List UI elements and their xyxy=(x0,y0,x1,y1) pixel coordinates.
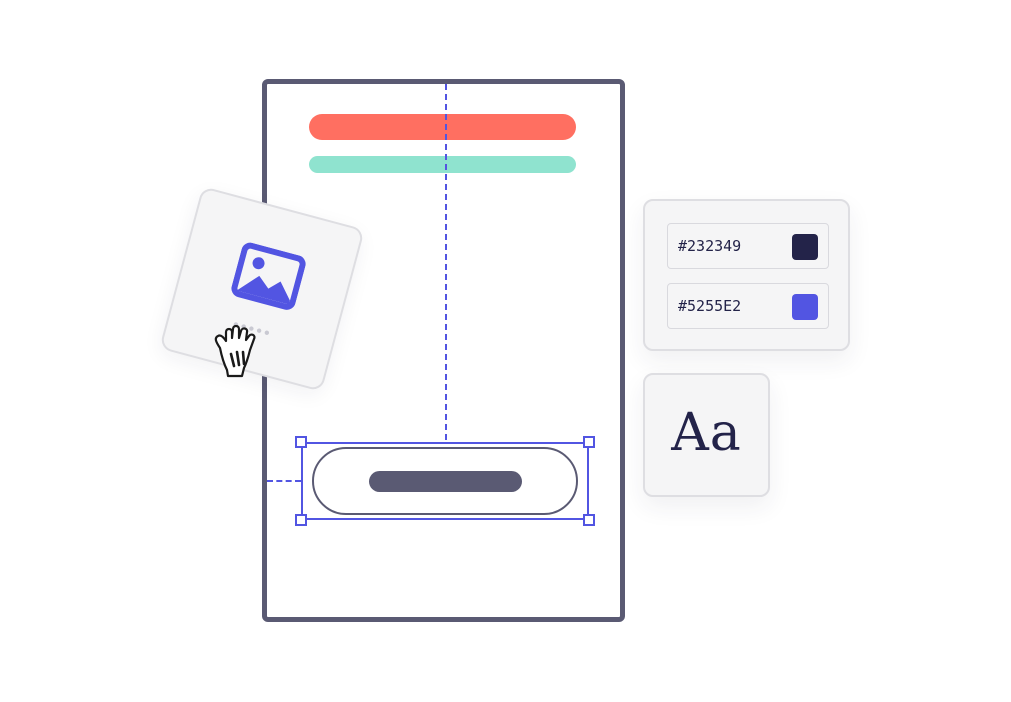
selection-box[interactable] xyxy=(301,442,589,520)
color-hex-value: #5255E2 xyxy=(678,297,742,315)
color-swatch[interactable] xyxy=(792,234,818,260)
resize-handle-bottom-left[interactable] xyxy=(295,514,307,526)
grab-hand-cursor-icon xyxy=(214,324,256,378)
font-sample: Aa xyxy=(671,403,742,463)
typography-card[interactable]: Aa xyxy=(643,373,770,497)
image-element-card[interactable] xyxy=(159,186,365,392)
color-palette-card: #232349 #5255E2 xyxy=(643,199,850,351)
color-hex-value: #232349 xyxy=(678,237,742,255)
resize-handle-bottom-right[interactable] xyxy=(583,514,595,526)
horizontal-alignment-guide xyxy=(267,480,301,482)
heading-placeholder-bar xyxy=(309,114,576,140)
vertical-alignment-guide xyxy=(445,84,447,440)
resize-handle-top-right[interactable] xyxy=(583,436,595,448)
button-label-placeholder xyxy=(369,471,522,492)
color-row-primary[interactable]: #232349 xyxy=(667,223,829,269)
color-swatch[interactable] xyxy=(792,294,818,320)
color-row-accent[interactable]: #5255E2 xyxy=(667,283,829,329)
resize-handle-top-left[interactable] xyxy=(295,436,307,448)
subheading-placeholder-bar xyxy=(309,156,576,173)
image-icon xyxy=(231,242,306,310)
